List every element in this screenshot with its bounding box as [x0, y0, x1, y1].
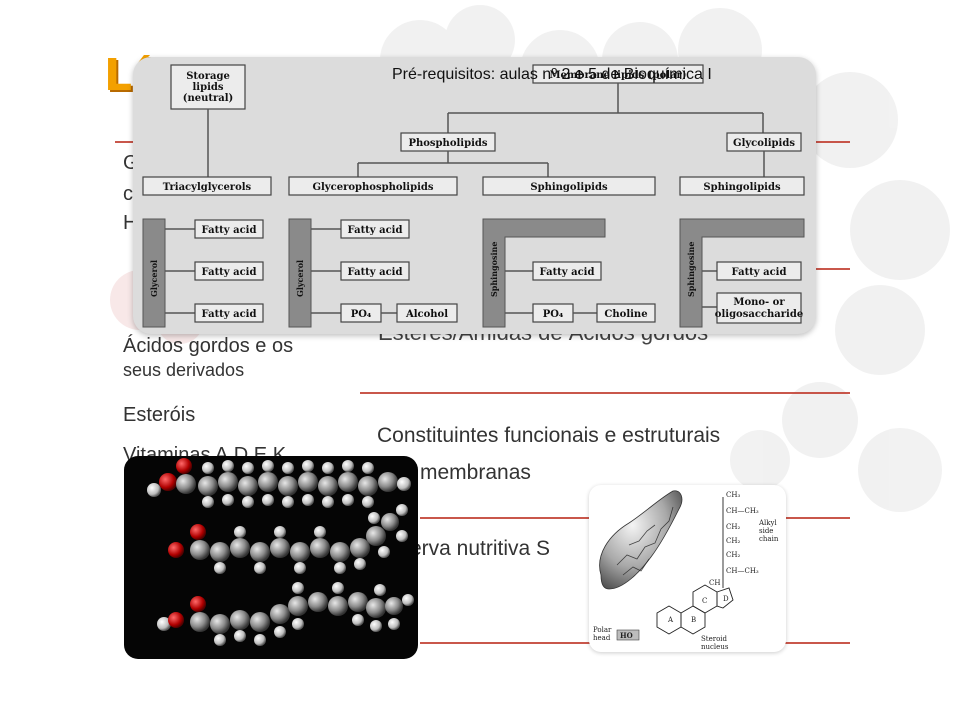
- steroid-structure-graphic: HO A B C D CH₃ CH—CH₃ CH₂ CH₂ CH₂ CH—CH₃…: [593, 490, 779, 651]
- lipid-classification-diagram: Storage lipids (neutral) Membrane lipids…: [133, 57, 816, 334]
- sphingosine-label-1: Sphingosine: [489, 242, 499, 297]
- svg-text:CH₃: CH₃: [726, 491, 740, 499]
- sphingolipids-box-2: [679, 176, 805, 196]
- fatty-acid-label: Fatty acid: [202, 309, 257, 320]
- svg-text:CH₂: CH₂: [726, 537, 740, 545]
- sphingolipids-label-1: Sphingolipids: [530, 182, 608, 193]
- storage-lipids-box: [170, 64, 246, 110]
- po4-label: PO₄: [351, 309, 372, 320]
- fatty-acid-box: [340, 261, 410, 281]
- divider-rule: [420, 517, 590, 519]
- fatty-acid-space-filling-models: [124, 456, 418, 659]
- item-fatty-acids: Ácidos gordos e os seus derivados: [123, 334, 353, 382]
- alkyl-label-2: side: [759, 527, 773, 535]
- glycerol-label-1: Glycerol: [149, 260, 159, 297]
- polar-head-label-2: head: [593, 634, 611, 642]
- choline-box: [596, 303, 656, 323]
- fatty-acid-box: [340, 219, 410, 239]
- ho-label: HO: [620, 631, 633, 640]
- divider-rule: [800, 268, 850, 270]
- sphingolipids-label-2: Sphingolipids: [703, 182, 781, 193]
- divider-rule: [785, 642, 850, 644]
- fatty-acid-label: Fatty acid: [732, 267, 787, 278]
- alcohol-box: [396, 303, 458, 323]
- phospholipids-label: Phospholipids: [408, 138, 487, 149]
- svg-text:CH—CH₃: CH—CH₃: [726, 507, 759, 515]
- polar-head-marker: [616, 629, 640, 641]
- fatty-acid-label: Fatty acid: [540, 267, 595, 278]
- alkyl-label-1: Alkyl: [758, 519, 777, 527]
- membrane-lipids-label: Membrane lipids (polar): [549, 70, 686, 81]
- prerequisites-note: Pré-requisitos: aulas nº 2 e 5 de Bioquí…: [392, 66, 712, 83]
- cholesterol-structure-image: HO A B C D CH₃ CH—CH₃ CH₂ CH₂ CH₂ CH—CH₃…: [589, 485, 786, 652]
- svg-text:CH₂: CH₂: [726, 551, 740, 559]
- polyunsaturated-fatty-acid-model: [157, 582, 414, 646]
- nutritive-reserve-text: erva nutritiva S: [410, 537, 551, 560]
- item-sterols: Esteróis: [123, 404, 196, 426]
- sphingosine-bar-2: [679, 218, 805, 328]
- ring-d: D: [723, 595, 729, 603]
- glycerophospholipids-label: Glycerophospholipids: [312, 182, 433, 193]
- fatty-acid-label: Fatty acid: [202, 267, 257, 278]
- triacylglycerols-label: Triacylglycerols: [163, 182, 252, 193]
- divider-rule: [360, 392, 850, 394]
- triacylglycerols-box: [142, 176, 272, 196]
- fatty-acid-box: [194, 303, 264, 323]
- saturated-fatty-acid-model: [147, 458, 411, 508]
- sphingosine-bar-1: [482, 218, 606, 328]
- fatty-acid-box: [194, 219, 264, 239]
- divider-rule: [420, 642, 590, 644]
- mono-oligo-label-1: Mono- or: [733, 297, 785, 308]
- glycerophospholipids-box: [288, 176, 458, 196]
- mono-oligosaccharide-box: [716, 292, 802, 324]
- item-fatty-acids-line1: Ácidos gordos e os: [123, 335, 294, 357]
- choline-label: Choline: [604, 309, 647, 320]
- fatty-acid-label: Fatty acid: [348, 225, 403, 236]
- svg-text:CH—CH₃: CH—CH₃: [726, 567, 759, 575]
- glycerol-label-2: Glycerol: [295, 260, 305, 297]
- glycolipids-label: Glycolipids: [733, 138, 795, 149]
- steroid-nucleus-label-2: nucleus: [701, 643, 729, 651]
- fatty-acid-label: Fatty acid: [202, 225, 257, 236]
- alcohol-label: Alcohol: [405, 309, 448, 320]
- sphingosine-label-2: Sphingosine: [686, 242, 696, 297]
- fatty-acid-label: Fatty acid: [348, 267, 403, 278]
- polar-head-label-1: Polar: [593, 626, 612, 634]
- constituents-text-line2: membranas: [420, 461, 531, 484]
- glycerol-bar-1: [142, 218, 166, 328]
- left-item-partial: c: [123, 183, 133, 205]
- storage-label-2: lipids: [192, 82, 223, 93]
- ring-c: C: [702, 597, 707, 605]
- ring-b: B: [691, 616, 696, 624]
- steroid-nucleus-label-1: Steroid: [701, 635, 728, 643]
- po4-label: PO₄: [543, 309, 564, 320]
- storage-label-3: (neutral): [183, 93, 234, 104]
- monounsaturated-fatty-acid-model: [168, 504, 408, 574]
- constituents-text-line1: Constituintes funcionais e estruturais: [377, 424, 721, 447]
- fatty-acid-box: [532, 261, 602, 281]
- divider-rule: [785, 517, 850, 519]
- surface-model: [599, 490, 683, 590]
- glycerol-bar-2: [288, 218, 312, 328]
- alkyl-label-3: chain: [759, 535, 779, 543]
- lipid-diagram-graphic: Storage lipids (neutral) Membrane lipids…: [142, 64, 805, 328]
- sphingolipids-box-1: [482, 176, 656, 196]
- storage-label-1: Storage: [186, 71, 230, 82]
- svg-text:CH: CH: [709, 579, 720, 587]
- fatty-acid-box: [194, 261, 264, 281]
- fatty-acid-box: [716, 261, 802, 281]
- mono-oligo-label-2: oligosaccharide: [715, 309, 803, 320]
- item-fatty-acids-line2: seus derivados: [123, 360, 245, 380]
- ring-a: A: [667, 616, 674, 624]
- svg-text:CH₂: CH₂: [726, 523, 740, 531]
- fatty-acid-models-graphic: [147, 458, 414, 646]
